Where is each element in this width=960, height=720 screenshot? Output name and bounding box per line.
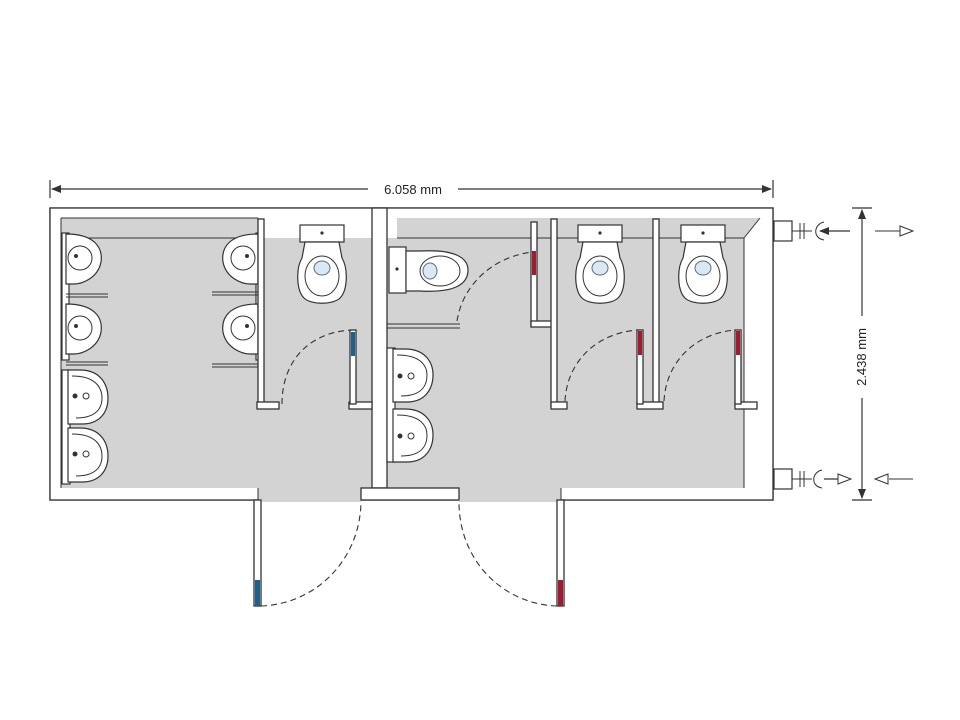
urinal-wall-left: [61, 232, 108, 366]
depth-label: 2.438 mm: [854, 328, 869, 386]
female-indicator-2: [638, 331, 642, 355]
urinal-3: [222, 233, 259, 285]
water-supply-connection: [773, 220, 915, 242]
male-indicator: [351, 332, 355, 356]
width-dimension: 6.058 mm: [49, 180, 774, 198]
female-indicator-1: [532, 251, 536, 275]
washbasins-center: [386, 323, 460, 463]
entrance-gap-right: [459, 486, 561, 502]
entrance-door-left: [253, 499, 362, 607]
width-label: 6.058 mm: [384, 182, 442, 197]
outflow-arrow-icon: [899, 225, 915, 237]
washbasins-left: [61, 369, 109, 485]
drain-connection: [773, 468, 913, 490]
cubicle-row-right: [550, 218, 758, 410]
cubicle-left: [256, 218, 373, 410]
female-indicator-3: [736, 331, 740, 355]
urinal-4: [222, 303, 259, 355]
male-entrance-marker: [255, 580, 260, 606]
female-entrance-marker: [558, 580, 563, 606]
drain-arrow-icon: [837, 473, 853, 485]
urinal-2: [65, 303, 102, 355]
accessible-cubicle: [388, 221, 554, 328]
entrance-gap-left: [258, 486, 361, 502]
central-partition: [360, 207, 460, 501]
urinal-1: [65, 233, 102, 285]
inflow-arrow-icon: [873, 473, 889, 485]
entrance-door-right: [458, 499, 565, 607]
depth-dimension: 2.438 mm: [852, 207, 872, 501]
